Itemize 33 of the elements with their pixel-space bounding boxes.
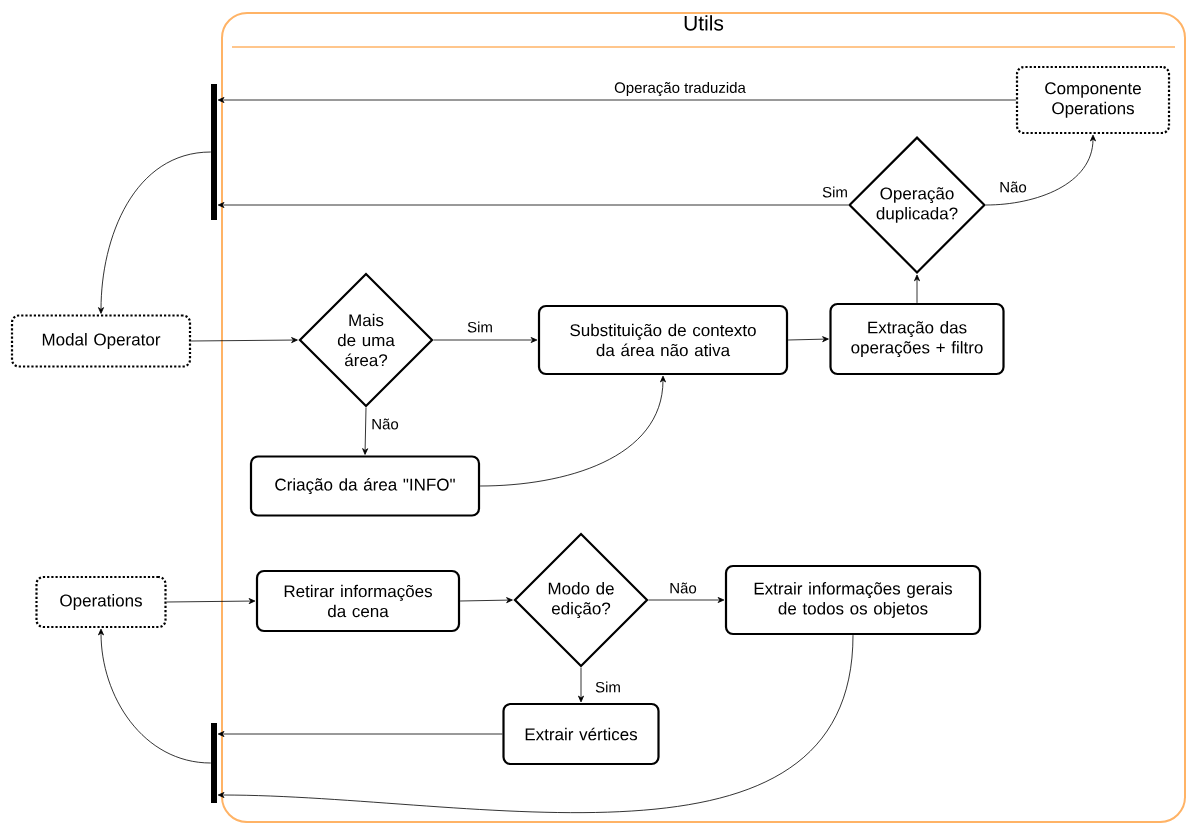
arrow [433,337,538,343]
process-box: Extração das operações + filtro [829,302,1005,376]
arrow [648,597,725,603]
arrow [98,628,212,764]
process-box: Extrair informações gerais de todos os objetos [724,564,982,636]
process-box: Substituição de contexto da área não ativa [537,304,789,376]
external-box: Operations [35,575,167,629]
edge-label: Não [998,180,1028,194]
edge-label: Não [370,417,400,431]
edge-label: Sim [466,320,494,334]
arrow [217,634,854,813]
external-box: Componente Operations [1015,65,1171,135]
edge-label: Operação traduzida [613,81,747,98]
edge-label: Sim [594,680,622,694]
arrow [166,598,256,605]
edge-label: Não [668,581,698,595]
process-box: Retirar informações da cena [255,569,461,633]
arrow [787,336,829,343]
edge-label: Sim [821,185,849,199]
process-box: Criação da área "INFO" [249,455,481,517]
arrow [190,337,298,344]
arrow [479,375,666,487]
arrow [985,134,1096,206]
external-box: Modal Operator [10,314,192,368]
arrow [217,97,1017,103]
arrow [578,667,584,703]
arrow [459,597,513,604]
arrow [98,151,212,314]
process-box: Extrair vértices [502,702,660,766]
arrow [914,274,920,304]
arrow [362,407,369,455]
arrow [217,731,503,737]
arrow [217,202,849,208]
